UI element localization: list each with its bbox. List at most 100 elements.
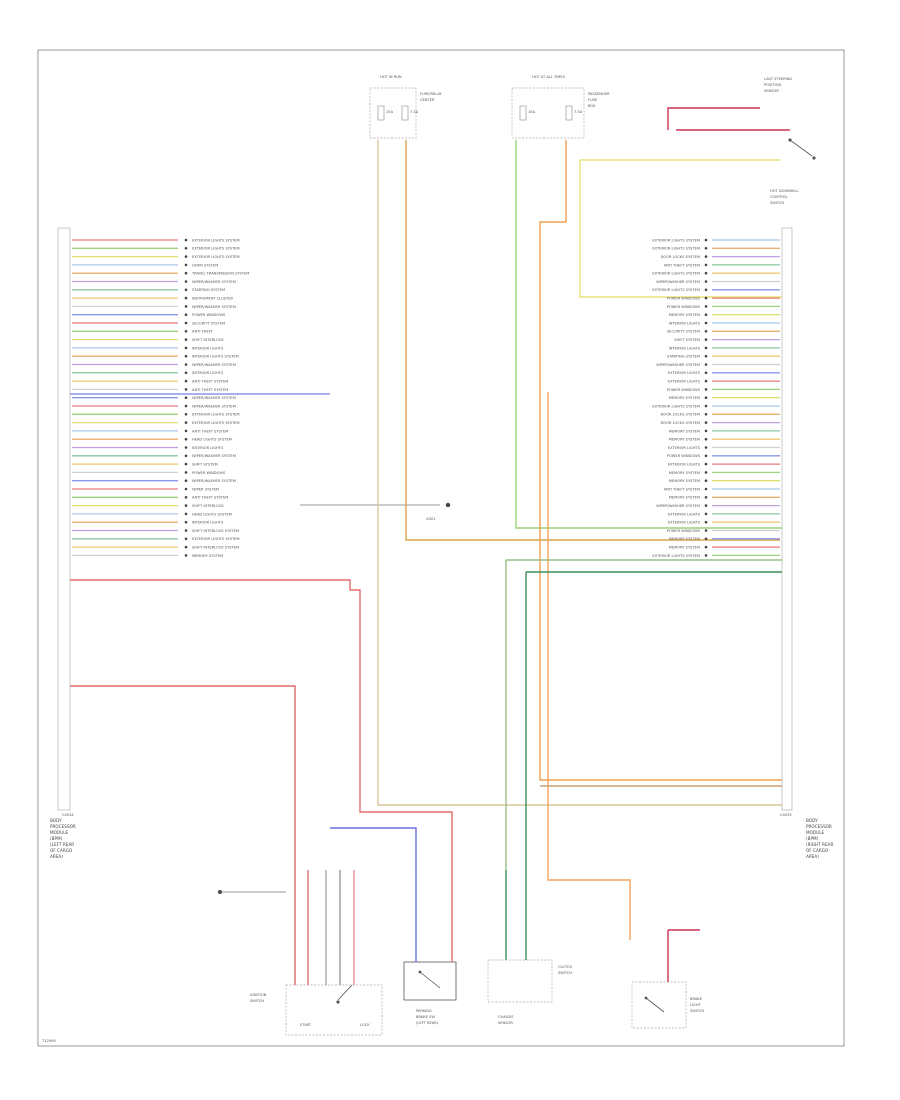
top-right-sensor-line-1: LAST STEERING <box>764 77 792 81</box>
right-pin-label: MEMORY SYSTEM <box>669 496 700 500</box>
right-pin-arrow <box>704 238 708 242</box>
left-pin-arrow <box>184 255 188 258</box>
right-pin-arrow <box>704 454 708 458</box>
left-pin-label: ANTI THEFT SYSTEM <box>192 388 228 392</box>
right-pin-arrow <box>704 280 708 283</box>
left-module-name-5: (LEFT REAR <box>50 842 74 847</box>
parking-brake-switch: PARKING BRAKE SW (LEFT REAR) <box>403 870 457 1025</box>
left-pin-label: POWER WINDOWS <box>192 471 226 475</box>
left-pin-label: WIPER/WASHER SYSTEM <box>192 454 236 458</box>
left-pin-label: MEMORY SYSTEM <box>192 554 223 558</box>
left-pin-label: EXTERIOR LIGHTS SYSTEM <box>192 413 240 417</box>
left-pin-label: SHIFT SYSTEM <box>192 463 218 467</box>
left-pin-arrow <box>184 529 188 532</box>
fuse-left-label: HOT IN RUN <box>380 75 402 79</box>
left-pin-arrow <box>184 296 188 300</box>
left-pin-label: WIPER/WASHER SYSTEM <box>192 363 236 367</box>
right-module-name-3: MODULE <box>806 830 825 835</box>
left-pin-arrow <box>184 512 188 516</box>
right-pin-arrow <box>704 479 708 483</box>
right-pin-label: ANTI THEFT SYSTEM <box>664 263 700 267</box>
top-right-switch-line-2: CONTROL <box>770 195 788 199</box>
left-pin-arrow <box>184 371 188 375</box>
ignition-switch: IGNITION SWITCH START LOCK <box>250 870 383 1036</box>
left-pin-label: ANTI THEFT SYSTEM <box>192 496 228 500</box>
left-pin-arrow <box>184 537 188 541</box>
right-module-connector <box>781 227 793 811</box>
right-pin-label: INTERIOR LIGHTS <box>669 346 701 350</box>
right-pin-arrow <box>704 247 708 250</box>
right-pin-arrow <box>704 520 708 524</box>
right-pin-label: EXTERIOR LIGHTS <box>668 446 701 450</box>
right-pin-arrow <box>704 529 708 532</box>
ground-label: G301 <box>426 517 436 521</box>
left-pin-label: INTERIOR LIGHTS SYSTEM <box>192 355 239 359</box>
right-pin-arrow <box>704 554 708 557</box>
left-module-name-7: AREA) <box>50 854 63 859</box>
left-pin-label: WIPER/WASHER SYSTEM <box>192 305 236 309</box>
right-pin-arrow <box>704 545 708 549</box>
fuse-right-a: 15A <box>528 110 536 114</box>
right-pin-arrow <box>704 471 708 474</box>
wire-runs <box>70 140 782 940</box>
left-pin-label: ANTI THEFT SYSTEM <box>192 429 228 433</box>
left-pin-arrow <box>184 238 188 242</box>
left-pin-label: SHIFT INTERLOCK <box>192 338 224 342</box>
left-pin-arrow <box>184 346 188 350</box>
ground-g301: G301 <box>300 502 451 521</box>
left-module-name-6: OF CARGO <box>50 848 73 853</box>
right-pin-label: WIPER/WASHER SYSTEM <box>656 504 700 508</box>
right-module-label: BODY PROCESSOR MODULE (BPM) (RIGHT REAR … <box>780 813 833 859</box>
ignition-switch-line-2: SWITCH <box>250 999 264 1003</box>
right-pin-label: EXTERIOR LIGHTS <box>668 371 701 375</box>
right-pin-arrow <box>704 354 708 358</box>
brake-light-switch: BRAKE LIGHT SWITCH <box>631 929 704 1029</box>
right-pin-arrow <box>704 288 708 292</box>
left-pin-arrow <box>184 504 188 507</box>
top-right-sensor-line-2: POSITION <box>764 83 781 87</box>
right-pin-label: POWER WINDOWS <box>667 454 701 458</box>
right-pin-label: SHIFT SYSTEM <box>674 338 700 342</box>
right-module-name-4: (BPM) <box>806 836 819 841</box>
left-pin-label: EXTERIOR LIGHTS SYSTEM <box>192 238 240 242</box>
left-pin-arrow <box>184 520 188 524</box>
right-pin-label: EXTERIOR LIGHTS SYSTEM <box>652 554 700 558</box>
parking-switch-line-1: PARKING <box>416 1009 432 1013</box>
right-pin-arrow <box>704 487 708 491</box>
right-pin-arrow <box>704 371 708 375</box>
left-pin-label: INTERIOR LIGHTS <box>192 346 224 350</box>
left-pin-arrow <box>184 454 188 458</box>
diagram-border <box>37 49 845 1047</box>
left-pin-label: WIPER/WASHER SYSTEM <box>192 404 236 408</box>
left-pin-arrow <box>184 479 188 483</box>
right-pin-arrow <box>704 263 708 267</box>
right-module-name-7: AREA) <box>806 854 819 859</box>
left-module-connector <box>57 227 71 811</box>
brake-switch-line-3: SWITCH <box>690 1009 704 1013</box>
right-pin-arrow <box>704 496 708 499</box>
right-pin-label: MEMORY SYSTEM <box>669 438 700 442</box>
right-pin-arrow <box>704 330 708 333</box>
right-pin-arrow <box>704 404 708 408</box>
left-pin-label: EXTERIOR LIGHTS SYSTEM <box>192 247 240 251</box>
left-module-name-4: (BPM) <box>50 836 63 841</box>
right-pin-arrow <box>704 446 708 449</box>
left-module-name-2: PROCESSOR <box>50 824 76 829</box>
right-pin-label: MEMORY SYSTEM <box>669 313 700 317</box>
right-pin-arrow <box>704 388 708 391</box>
left-pin-arrow <box>184 363 188 366</box>
right-pin-label: DOOR LOCKS SYSTEM <box>661 413 700 417</box>
left-pin-arrow <box>184 313 188 317</box>
right-pin-arrow <box>704 363 708 366</box>
left-pin-label: SECURITY SYSTEM <box>192 321 225 325</box>
left-pin-label: INTERIOR LIGHTS <box>192 371 224 375</box>
left-pin-label: EXTERIOR LIGHTS SYSTEM <box>192 537 240 541</box>
right-pin-label: WIPER/WASHER SYSTEM <box>656 280 700 284</box>
right-pin-arrow <box>704 305 708 308</box>
left-pin-arrow <box>184 271 188 275</box>
right-pin-arrow <box>704 255 708 258</box>
ignition-lock-label: LOCK <box>360 1023 370 1027</box>
right-pin-label: MEMORY SYSTEM <box>669 429 700 433</box>
brake-switch-line-1: BRAKE <box>690 997 703 1001</box>
